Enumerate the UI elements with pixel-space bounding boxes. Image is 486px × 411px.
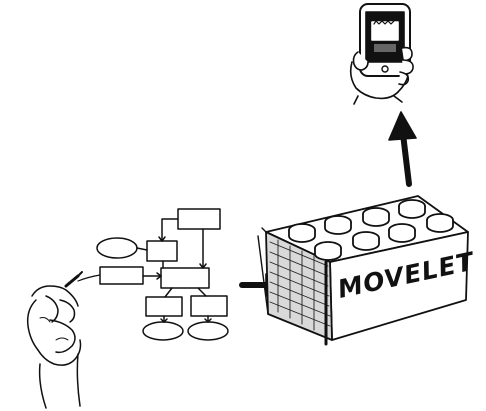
lego-brick-icon: MOVELET bbox=[257, 195, 478, 346]
flowchart-icon bbox=[77, 208, 229, 341]
up-arrow-icon bbox=[388, 111, 417, 187]
drawing-hand-icon bbox=[26, 271, 83, 409]
phone-in-hand-icon bbox=[349, 3, 414, 105]
